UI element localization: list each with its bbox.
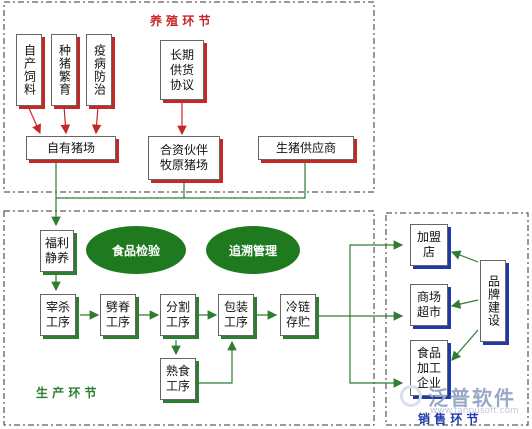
jv-farm-box: 合资伙伴牧原猪场 bbox=[148, 136, 220, 180]
watermark-url: www.fanpusoft.com bbox=[430, 406, 519, 416]
own-farm-box: 自有猪场 bbox=[26, 136, 116, 160]
feed-box: 自产饲料 bbox=[16, 34, 42, 106]
slaughter-box: 宰杀工序 bbox=[40, 294, 76, 336]
sales-region-frame bbox=[385, 212, 529, 426]
brand-building-box: 品牌建设 bbox=[480, 260, 506, 342]
cold-to-food-processing-arrow bbox=[349, 316, 404, 388]
watermark-logo-icon bbox=[400, 385, 422, 407]
cold-to-franchise-arrow bbox=[349, 240, 404, 316]
sales-region-title: 销 售 环 节 bbox=[418, 412, 479, 426]
cooked-box: 熟食工序 bbox=[160, 358, 196, 400]
epidemic-to-own-farm-arrow bbox=[91, 105, 102, 135]
production-region-frame bbox=[3, 210, 375, 426]
brand-to-supermarket-arrow bbox=[450, 299, 479, 309]
welfare-box: 福利静养 bbox=[40, 230, 74, 272]
pack-box: 包装工序 bbox=[218, 294, 254, 336]
split-box: 劈脊工序 bbox=[100, 294, 136, 336]
breeding-region-frame bbox=[3, 1, 375, 193]
breed-box: 种猪繁育 bbox=[51, 34, 77, 106]
brand-to-food-processing-arrow bbox=[451, 329, 479, 361]
epidemic-box: 疫病防治 bbox=[86, 34, 112, 106]
cold-box: 冷链存贮 bbox=[280, 294, 316, 336]
supplier-to-welfare-line bbox=[184, 160, 306, 199]
franchise-box: 加盟店 bbox=[410, 224, 448, 266]
supermarket-box: 商场超市 bbox=[410, 284, 448, 326]
breed-to-own-farm-arrow bbox=[60, 105, 71, 135]
jv-to-welfare-line bbox=[56, 180, 185, 199]
cooked-to-pack-arrow bbox=[196, 340, 237, 384]
supplier-box: 生猪供应商 bbox=[258, 136, 354, 160]
watermark-brand: 泛普软件 bbox=[428, 386, 516, 410]
long-supply-box: 长期供货协议 bbox=[160, 40, 204, 100]
brand-to-franchise-arrow bbox=[450, 250, 479, 263]
food-processing-box: 食品加工企业 bbox=[410, 340, 448, 396]
production-region-title: 生 产 环 节 bbox=[36, 386, 97, 400]
breeding-region-title: 养 殖 环 节 bbox=[150, 14, 211, 28]
inspection-oval: 食品检验 bbox=[86, 226, 186, 274]
cut-box: 分割工序 bbox=[160, 294, 196, 336]
feed-to-own-farm-arrow bbox=[27, 105, 41, 135]
traceability-oval: 追溯管理 bbox=[206, 226, 300, 274]
